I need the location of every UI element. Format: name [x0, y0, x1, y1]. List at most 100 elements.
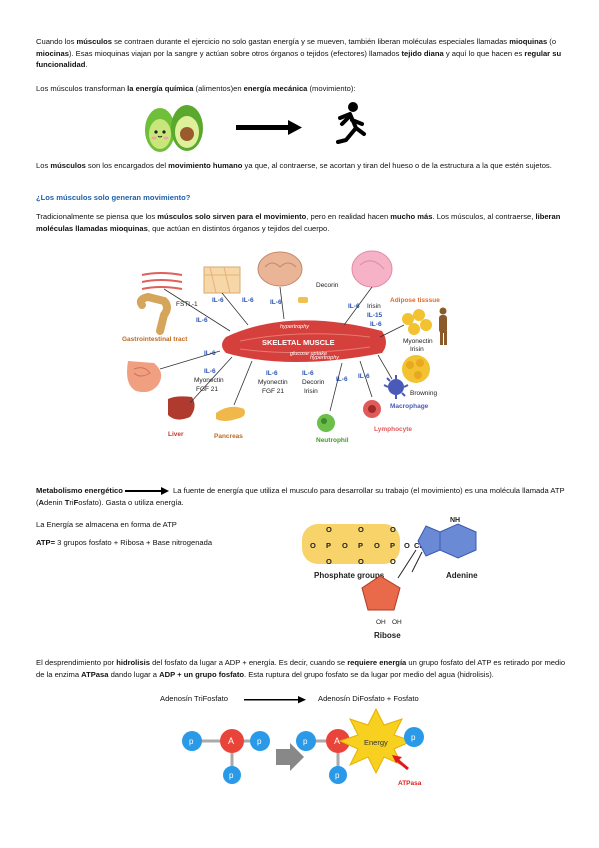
label-hypertrophy-top: hypertrophy — [280, 324, 310, 330]
label-il6-10: IL-6 — [302, 370, 314, 377]
reaction-arrow-icon — [244, 696, 306, 704]
ribose-ring — [361, 575, 401, 611]
label-phosphate-groups: Phosphate groups — [314, 571, 385, 580]
label-irisin-right: Irisin — [410, 346, 424, 353]
reaction-left: Adenosín TriFosfato — [160, 694, 228, 703]
atom-o: O — [358, 557, 364, 566]
intro-paragraph: Cuando los músculos se contraen durante … — [36, 37, 562, 69]
atom-o: O — [342, 541, 348, 550]
runner-icon — [336, 102, 366, 144]
myokine-diagram: Decorin FSTL-1 IL-6 Gastrointestinal tra… — [122, 250, 447, 444]
bone-icon — [298, 297, 308, 303]
label-p: p — [229, 771, 234, 780]
atp-molecule-diagram: O P O P O P O CH O O O O O O Phosphate g… — [302, 517, 478, 640]
human-silhouette-icon — [439, 307, 447, 345]
label-p: p — [335, 771, 340, 780]
label-fstl1: FSTL-1 — [176, 301, 198, 308]
label-atpase: ATPasa — [398, 780, 422, 787]
section-heading: ¿Los músculos solo generan movimiento? — [36, 193, 191, 202]
label-il6-12: IL-6 — [358, 373, 370, 380]
atom-p: P — [390, 541, 395, 550]
right-arrow-icon — [236, 120, 302, 135]
label-adipose: Adipose tisssue — [390, 297, 440, 304]
energy-transform-paragraph: Los músculos transforman la energía quím… — [36, 84, 356, 93]
atom-o: O — [374, 541, 380, 550]
skin-icon — [203, 266, 241, 294]
label-il6-4: IL-6 — [270, 299, 282, 306]
label-il6-3: IL-6 — [242, 297, 254, 304]
label-il6-5: IL-6 — [348, 303, 360, 310]
diagram-arrows — [159, 286, 405, 412]
intestine-icon — [127, 361, 162, 393]
label-il6-8: IL-6 — [204, 368, 216, 375]
label-myonectin-left: Myonectin — [194, 377, 224, 384]
atom-o: O — [390, 557, 396, 566]
macrophage-icon — [383, 375, 409, 399]
label-il6-9: IL-6 — [266, 370, 278, 377]
released-phosphate — [404, 727, 424, 747]
label-liver: Liver — [168, 431, 184, 438]
myokines-paragraph: Tradicionalmente se piensa que los múscu… — [36, 212, 561, 233]
label-p: p — [257, 737, 262, 746]
label-oh: OH — [392, 619, 402, 626]
label-macrophage: Macrophage — [390, 403, 429, 410]
label-il6-11: IL-6 — [336, 376, 348, 383]
energy-illustration — [145, 102, 366, 152]
label-p: p — [189, 737, 194, 746]
label-oh: OH — [376, 619, 386, 626]
gray-arrow-icon — [276, 743, 304, 771]
label-a: A — [228, 736, 234, 746]
blood-vessel-icon — [351, 250, 393, 288]
label-fgf21-mid: FGF 21 — [262, 388, 284, 395]
label-glucose-uptake: glucose uptake — [290, 351, 327, 357]
atom-o: O — [404, 541, 410, 550]
label-il15: IL-15 — [367, 312, 383, 319]
liver-icon — [168, 396, 195, 420]
adenine-ring — [417, 523, 477, 559]
label-hypertrophy-bottom: hypertrophy — [310, 355, 340, 361]
label-adenine: Adenine — [446, 571, 478, 580]
atp-hydrolysis-illustration: p p p A p p A Energy p ATPasa — [182, 707, 424, 787]
adp-model — [296, 729, 350, 784]
atp-model — [182, 729, 270, 784]
atom-o: O — [310, 541, 316, 550]
energy-metabolism-paragraph: Metabolismo energético La fuente de ener… — [36, 486, 565, 507]
gastrointestinal-icon — [136, 292, 171, 335]
label-a: A — [334, 736, 340, 746]
atom-o: O — [326, 525, 332, 534]
label-decorin-mid: Decorin — [302, 379, 325, 386]
avocado-icon — [145, 105, 203, 152]
atom-ch2: CH — [414, 541, 425, 550]
label-browning: Browning — [410, 390, 437, 397]
label-lymphocyte: Lymphocyte — [374, 426, 412, 433]
label-energy: Energy — [364, 738, 388, 747]
atp-definition: ATP= 3 grupos fosfato + Ribosa + Base ni… — [36, 538, 213, 547]
label-irisin-mid: Irisin — [304, 388, 318, 395]
label-irisin: Irisin — [367, 303, 381, 310]
atom-o: O — [390, 525, 396, 534]
label-neutrophil: Neutrophil — [316, 437, 349, 444]
hydrolysis-paragraph: El desprendimiento por hidrolisis del fo… — [36, 658, 566, 679]
label-fgf21-left: FGF 21 — [196, 386, 218, 393]
skeletal-muscle-icon — [222, 320, 386, 362]
label-decorin-top: Decorin — [316, 282, 339, 289]
movement-paragraph: Los músculos son los encargados del movi… — [36, 161, 552, 170]
phosphate-highlight — [302, 524, 400, 564]
label-il6-6: IL-6 — [370, 321, 382, 328]
atom-o: O — [326, 557, 332, 566]
lymphocyte-icon — [363, 400, 381, 418]
browning-icon — [402, 355, 430, 383]
reaction-right: Adenosín DiFosfato + Fosfato — [318, 694, 419, 703]
label-myonectin-mid: Myonectin — [258, 379, 288, 386]
label-myonectin-right: Myonectin — [403, 338, 433, 345]
brain-icon — [257, 251, 303, 287]
label-pancreas: Pancreas — [214, 433, 243, 440]
atom-p: P — [326, 541, 331, 550]
label-skeletal-muscle: SKELETAL MUSCLE — [262, 338, 335, 347]
atom-o: O — [358, 525, 364, 534]
label-il6-1: IL-6 — [196, 317, 208, 324]
neutrophil-icon — [317, 414, 335, 432]
label-gastro: Gastrointestinal tract — [122, 336, 188, 343]
pancreas-icon — [216, 406, 245, 421]
energy-stored-paragraph: La Energía se almacena en forma de ATP — [36, 520, 177, 529]
